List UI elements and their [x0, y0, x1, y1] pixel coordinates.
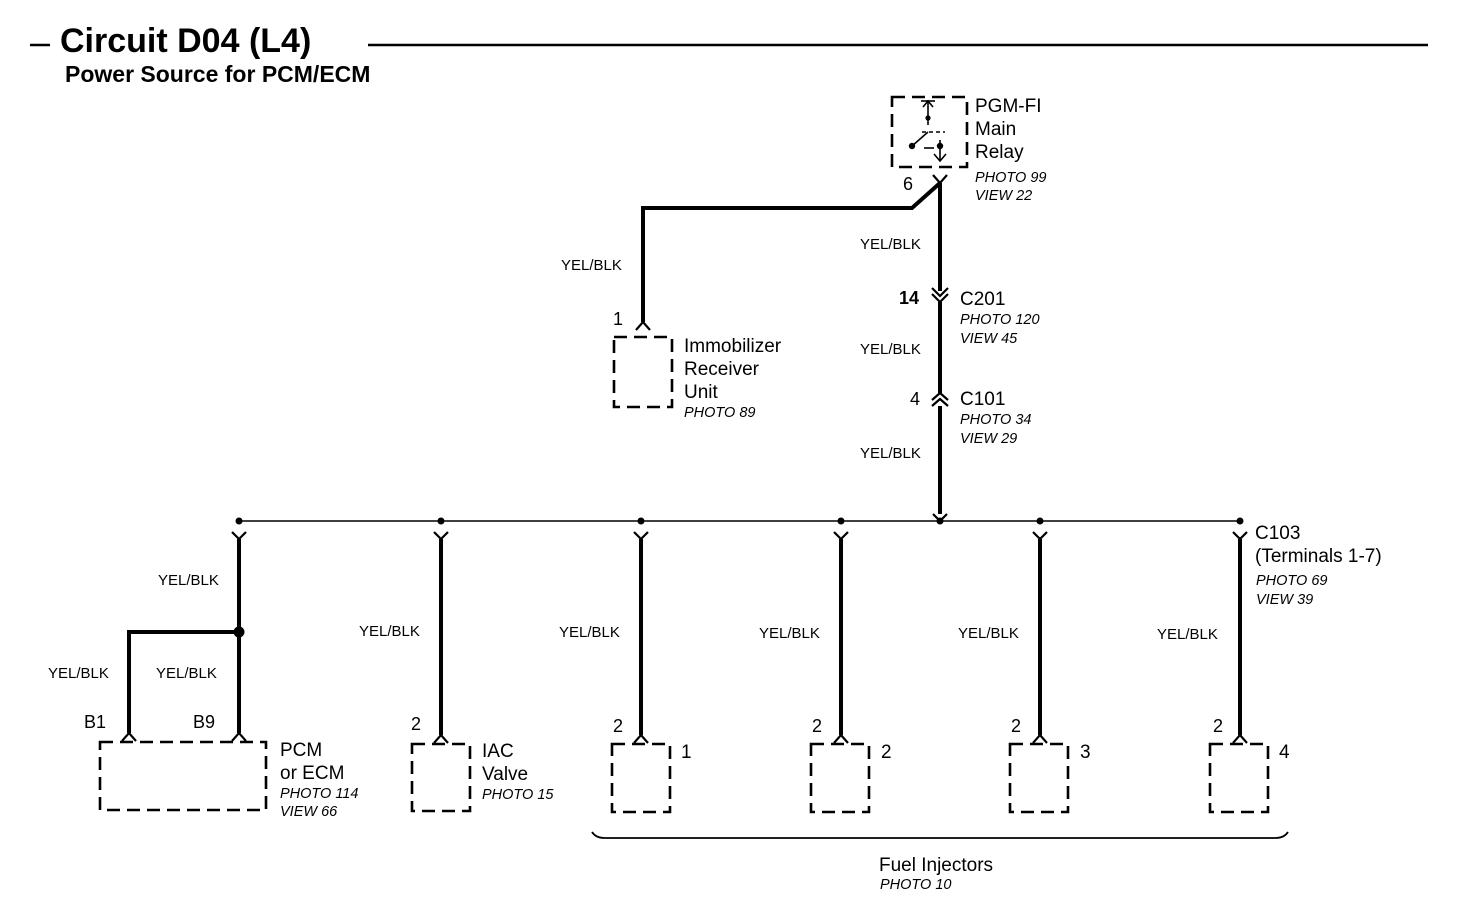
immobilizer-label-line-3: Unit: [684, 382, 719, 403]
pcm-b1-connector: [121, 731, 137, 742]
bus-drop-connectors: [231, 531, 1248, 541]
c103-view-ref: VIEW 39: [1256, 592, 1313, 608]
relay-label-line-1: PGM-FI: [975, 96, 1042, 117]
relay-switch-icon: [908, 99, 947, 163]
wire-label-injector-1: YEL/BLK: [559, 624, 620, 641]
iac-valve: 2 IAC Valve PHOTO 15: [410, 714, 554, 813]
injector-4-number: 4: [1279, 742, 1290, 763]
c103-photo-ref: PHOTO 69: [1256, 573, 1327, 589]
injector-3-pin-connector: [1032, 733, 1048, 744]
immobilizer-pin-connector: [635, 320, 651, 331]
wire-label-b1: YEL/BLK: [48, 665, 109, 682]
pgm-fi-main-relay: PGM-FI Main Relay PHOTO 99 VIEW 22 6: [890, 95, 1046, 204]
injector-1-pin: 2: [613, 716, 623, 736]
wire-label-c101-bus: YEL/BLK: [860, 445, 921, 462]
relay-pin: 6: [903, 174, 913, 194]
wire-relay-to-immobilizer: [641, 181, 942, 322]
immobilizer-photo-ref: PHOTO 89: [684, 405, 755, 421]
injectors-bracket: [591, 831, 1289, 839]
wire-label-injector-3: YEL/BLK: [958, 625, 1019, 642]
c101-label: C101: [960, 389, 1005, 410]
fuel-injectors-group: Fuel Injectors PHOTO 10: [591, 831, 1289, 893]
c101-pin: 4: [910, 389, 920, 409]
pcm-label-line-2: or ECM: [280, 763, 344, 784]
wire-label-relay-c201: YEL/BLK: [860, 236, 921, 253]
c201-pin: 14: [899, 288, 919, 308]
injector-3-number: 3: [1080, 742, 1091, 763]
wire-label-immobilizer: YEL/BLK: [561, 257, 622, 274]
wire-splice-to-b1: [127, 630, 239, 733]
iac-photo-ref: PHOTO 15: [482, 787, 554, 803]
fuel-injector-2: 2 2: [809, 716, 892, 814]
fuel-injector-4: 2 4: [1208, 716, 1290, 814]
c201-photo-ref: PHOTO 120: [960, 312, 1040, 328]
wire-label-pcm-feed: YEL/BLK: [158, 572, 219, 589]
wire-label-b9: YEL/BLK: [156, 665, 217, 682]
pcm-ecm-unit: B1 B9 PCM or ECM PHOTO 114 VIEW 66: [84, 712, 358, 820]
injector-2-number: 2: [881, 742, 892, 763]
relay-view-ref: VIEW 22: [975, 188, 1032, 204]
iac-pin: 2: [411, 714, 421, 734]
relay-label-line-3: Relay: [975, 142, 1024, 163]
c201-view-ref: VIEW 45: [960, 331, 1018, 347]
injector-4-pin-connector: [1232, 733, 1248, 744]
page-title: Circuit D04 (L4): [60, 22, 311, 60]
page-subtitle: Power Source for PCM/ECM: [65, 61, 370, 87]
pcm-b9-connector: [231, 731, 247, 742]
connector-c101: 4 C101 PHOTO 34 VIEW 29: [910, 389, 1031, 447]
immobilizer-pin: 1: [613, 309, 623, 329]
injector-2-pin-connector: [833, 733, 849, 744]
injector-3-box: [1008, 742, 1070, 814]
relay-label-line-2: Main: [975, 119, 1016, 140]
fuel-injectors-label: Fuel Injectors: [879, 855, 993, 876]
injector-2-box: [809, 742, 871, 814]
injector-3-pin: 2: [1011, 716, 1021, 736]
injector-1-pin-connector: [633, 733, 649, 744]
wire-label-iac: YEL/BLK: [359, 623, 420, 640]
iac-label-line-2: Valve: [482, 764, 528, 785]
injector-1-box: [610, 742, 672, 814]
iac-label-line-1: IAC: [482, 741, 514, 762]
wire-label-c201-c101: YEL/BLK: [860, 341, 921, 358]
relay-photo-ref: PHOTO 99: [975, 170, 1046, 186]
injector-4-pin: 2: [1213, 716, 1223, 736]
wire-label-injector-2: YEL/BLK: [759, 625, 820, 642]
fuel-injector-3: 2 3: [1008, 716, 1091, 814]
iac-box: [410, 742, 472, 813]
fuel-injectors-photo-ref: PHOTO 10: [880, 877, 951, 893]
fuel-injector-1: 2 1: [610, 716, 692, 814]
pcm-box: [98, 740, 268, 812]
injector-1-number: 1: [681, 742, 692, 763]
pcm-label-line-1: PCM: [280, 740, 322, 761]
relay-pin-connector: [932, 174, 948, 185]
c101-photo-ref: PHOTO 34: [960, 412, 1031, 428]
c101-view-ref: VIEW 29: [960, 431, 1017, 447]
c103-label: C103: [1255, 523, 1300, 544]
immobilizer-label-line-1: Immobilizer: [684, 336, 782, 357]
immobilizer-box: [612, 335, 674, 409]
c103-bus: C103 (Terminals 1-7) PHOTO 69 VIEW 39: [235, 517, 1382, 608]
pcm-view-ref: VIEW 66: [280, 804, 338, 820]
c201-label: C201: [960, 289, 1005, 310]
pcm-photo-ref: PHOTO 114: [280, 786, 358, 802]
iac-pin-connector: [433, 733, 449, 744]
immobilizer-label-line-2: Receiver: [684, 359, 760, 380]
injector-2-pin: 2: [812, 716, 822, 736]
wire-label-injector-4: YEL/BLK: [1157, 626, 1218, 643]
connector-c201: 14 C201 PHOTO 120 VIEW 45: [899, 287, 1040, 347]
pcm-pin-b9: B9: [193, 712, 215, 732]
immobilizer-receiver-unit: 1 Immobilizer Receiver Unit PHOTO 89: [612, 309, 782, 421]
relay-box: [890, 95, 969, 169]
c103-terminals: (Terminals 1-7): [1255, 546, 1382, 567]
pcm-pin-b1: B1: [84, 712, 106, 732]
injector-4-box: [1208, 742, 1270, 814]
